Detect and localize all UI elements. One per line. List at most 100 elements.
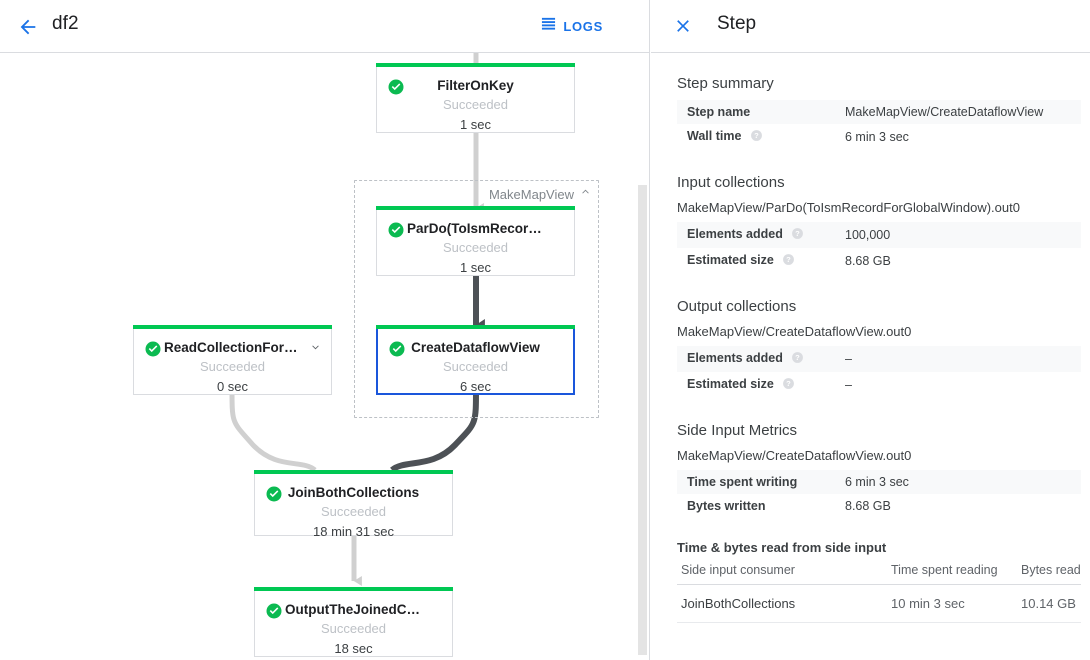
- section-title-step-summary: Step summary: [677, 75, 774, 92]
- node-status-bar: [376, 63, 575, 67]
- table-row: Bytes written 8.68 GB: [677, 494, 1081, 518]
- node-time: 1 sec: [459, 260, 492, 275]
- step-panel-title: Step: [717, 13, 757, 34]
- check-circle-icon: [265, 485, 283, 503]
- node-status-bar: [376, 325, 575, 329]
- subsection-title-time-bytes-read: Time & bytes read from side input: [677, 540, 887, 555]
- row-key: Step name: [687, 105, 751, 119]
- node-status: Succeeded: [320, 504, 387, 519]
- graph-scrollbar-track[interactable]: [636, 53, 649, 660]
- node-time: 0 sec: [216, 379, 249, 394]
- node-status: Succeeded: [199, 359, 266, 374]
- row-value: 6 min 3 sec: [845, 130, 909, 144]
- group-label: MakeMapView: [488, 186, 574, 202]
- node-title: JoinBothCollections: [287, 485, 420, 500]
- row-value: 100,000: [845, 228, 891, 242]
- node-title: CreateDataflowView: [411, 340, 540, 355]
- job-graph-pane: df2 LOGS: [0, 0, 650, 660]
- node-body: OutputTheJoinedCollec… Succeeded 18 sec: [255, 591, 452, 658]
- page-title: df2: [52, 13, 79, 34]
- help-icon[interactable]: ?: [791, 227, 804, 243]
- node-body: ParDo(ToIsmRecordFor… Succeeded 1 sec: [377, 210, 574, 277]
- table-row: JoinBothCollections 10 min 3 sec 10.14 G…: [677, 584, 1081, 623]
- row-value: 8.68 GB: [845, 499, 891, 513]
- help-icon[interactable]: ?: [750, 129, 763, 145]
- step-panel-header: Step: [651, 0, 1090, 53]
- table-row: Step name MakeMapView/CreateDataflowView: [677, 100, 1081, 124]
- table-header-row: Side input consumer Time spent reading B…: [677, 559, 1081, 585]
- column-header-time-spent-reading: Time spent reading: [887, 559, 1017, 585]
- node-status: Succeeded: [320, 621, 387, 636]
- node-body: CreateDataflowView Succeeded 6 sec: [378, 329, 573, 396]
- table-row: Time spent writing 6 min 3 sec: [677, 470, 1081, 494]
- left-toolbar: df2 LOGS: [0, 0, 649, 53]
- graph-node-output-the-joined-collection[interactable]: OutputTheJoinedCollec… Succeeded 18 sec: [254, 587, 453, 658]
- row-key: Wall time ?: [677, 124, 845, 150]
- cell-consumer: JoinBothCollections: [677, 584, 887, 623]
- section-title-output-collections: Output collections: [677, 298, 797, 315]
- node-status-bar: [254, 587, 453, 591]
- graph-node-read-collection-for-join[interactable]: ReadCollectionForJoin Succeeded 0 sec: [133, 325, 332, 396]
- side-input-collection-name: MakeMapView/CreateDataflowView.out0: [677, 448, 912, 463]
- section-title-input-collections: Input collections: [677, 174, 785, 191]
- node-body: ReadCollectionForJoin Succeeded 0 sec: [134, 329, 331, 396]
- table-row: Wall time ? 6 min 3 sec: [677, 124, 1081, 150]
- back-arrow-icon[interactable]: [10, 9, 46, 45]
- output-collection-name: MakeMapView/CreateDataflowView.out0: [677, 324, 912, 339]
- side-input-metrics-table: Time spent writing 6 min 3 sec Bytes wri…: [677, 470, 1081, 518]
- table-row: Estimated size ? –: [677, 372, 1081, 398]
- row-value: –: [845, 352, 852, 366]
- row-value: –: [845, 378, 852, 392]
- step-details-body: Step summary Step name MakeMapView/Creat…: [651, 53, 1090, 660]
- cell-bytes-read: 10.14 GB: [1017, 584, 1081, 623]
- side-input-consumers-table: Side input consumer Time spent reading B…: [677, 559, 1081, 623]
- logs-list-icon: [541, 16, 556, 36]
- node-status-bar: [376, 206, 575, 210]
- graph-node-join-both-collections[interactable]: JoinBothCollections Succeeded 18 min 31 …: [254, 470, 453, 539]
- table-row: Elements added ? 100,000: [677, 222, 1081, 248]
- row-value: 8.68 GB: [845, 254, 891, 268]
- row-value: 6 min 3 sec: [845, 475, 909, 489]
- step-summary-table: Step name MakeMapView/CreateDataflowView…: [677, 100, 1081, 150]
- node-title: ParDo(ToIsmRecordFor…: [407, 221, 572, 236]
- help-icon[interactable]: ?: [782, 253, 795, 269]
- node-time: 6 sec: [459, 379, 492, 394]
- check-circle-icon: [144, 340, 162, 358]
- row-key: Estimated size ?: [677, 248, 845, 274]
- node-status: Succeeded: [442, 359, 509, 374]
- node-time: 1 sec: [459, 117, 492, 132]
- node-title: FilterOnKey: [437, 78, 514, 93]
- group-collapse-control[interactable]: MakeMapView: [489, 185, 592, 203]
- column-header-consumer: Side input consumer: [677, 559, 887, 585]
- logs-button[interactable]: LOGS: [537, 12, 607, 40]
- logs-button-label: LOGS: [563, 18, 603, 34]
- svg-text:?: ?: [796, 353, 801, 362]
- table-row: Elements added ? –: [677, 346, 1081, 372]
- step-details-pane: Step Step summary Step name MakeMapView/…: [651, 0, 1090, 660]
- chevron-up-icon[interactable]: [579, 185, 592, 203]
- graph-node-create-dataflow-view[interactable]: CreateDataflowView Succeeded 6 sec: [376, 325, 575, 396]
- chevron-down-icon[interactable]: [309, 341, 322, 359]
- row-key: Estimated size ?: [677, 372, 845, 398]
- graph-node-filter-on-key[interactable]: FilterOnKey Succeeded 1 sec: [376, 63, 575, 134]
- column-header-bytes-read: Bytes read: [1017, 559, 1081, 585]
- check-circle-icon: [387, 78, 405, 96]
- svg-text:?: ?: [796, 229, 801, 238]
- graph-node-pardo-toismrecord[interactable]: ParDo(ToIsmRecordFor… Succeeded 1 sec: [376, 206, 575, 277]
- close-icon[interactable]: [668, 11, 698, 41]
- check-circle-icon: [265, 602, 283, 620]
- graph-scrollbar-thumb[interactable]: [638, 185, 647, 655]
- table-row: Estimated size ? 8.68 GB: [677, 248, 1081, 274]
- svg-text:?: ?: [787, 255, 792, 264]
- help-icon[interactable]: ?: [791, 351, 804, 367]
- node-title: OutputTheJoinedCollec…: [285, 602, 451, 617]
- help-icon[interactable]: ?: [782, 377, 795, 393]
- row-key: Bytes written: [687, 499, 766, 513]
- group-container-makemapview[interactable]: MakeMapView: [354, 180, 599, 418]
- node-time: 18 min 31 sec: [313, 524, 394, 539]
- node-time: 18 sec: [334, 641, 373, 656]
- input-collections-table: Elements added ? 100,000: [677, 222, 1081, 274]
- input-collection-name: MakeMapView/ParDo(ToIsmRecordForGlobalWi…: [677, 200, 1020, 215]
- job-graph-canvas[interactable]: MakeMapView: [0, 53, 649, 660]
- node-body: FilterOnKey Succeeded 1 sec: [377, 67, 574, 134]
